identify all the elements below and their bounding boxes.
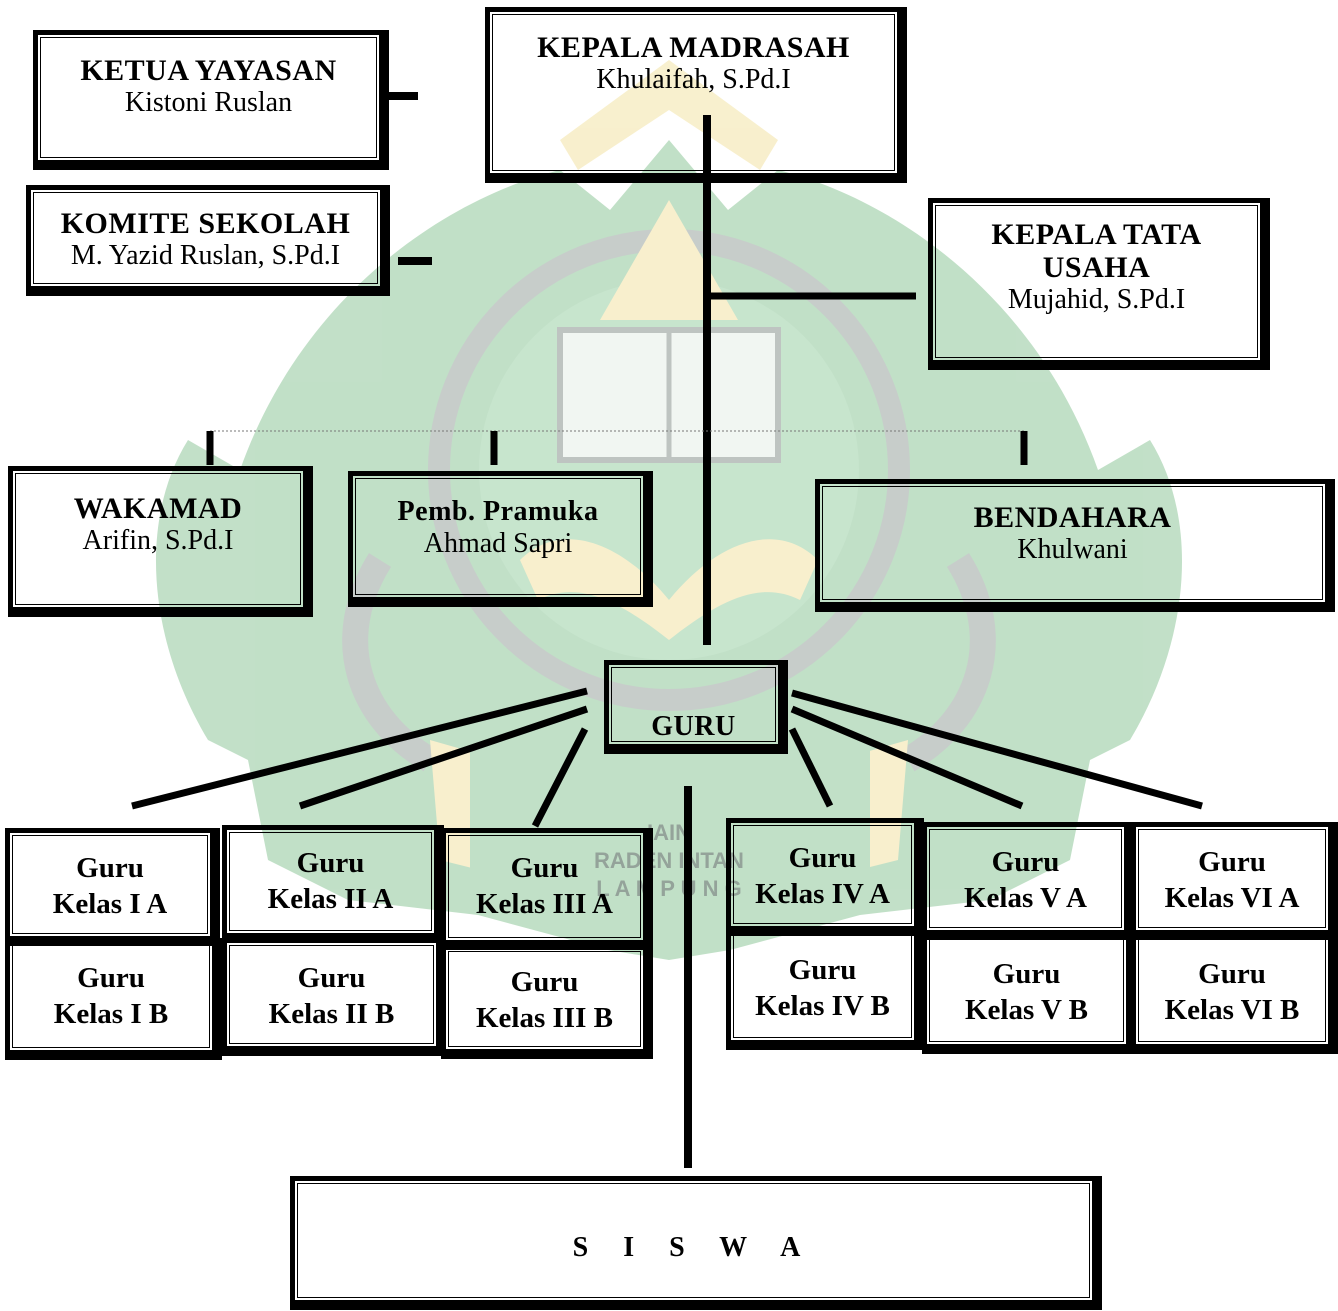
connector-guru-kelas-vi xyxy=(791,689,1203,810)
siswa-box: S I S W A xyxy=(290,1176,1102,1310)
wakamad-title: WAKAMAD xyxy=(73,492,243,525)
guru-kelas-i-b-line2: Kelas I B xyxy=(53,998,169,1030)
guru-kelas-v-b-line1: Guru xyxy=(992,958,1061,990)
guru-kelas-iii-a-line1: Guru xyxy=(510,852,579,884)
guru-kelas-ii-a-line1: Guru xyxy=(296,847,365,879)
guru-kelas-iv-b-line2: Kelas IV B xyxy=(755,990,890,1022)
guru-kelas-iii-b-line2: Kelas III B xyxy=(476,1002,613,1034)
komite-sekolah-title: KOMITE SEKOLAH xyxy=(60,207,351,240)
guru-kelas-iii-a-line2: Kelas III A xyxy=(476,888,613,920)
kepala-tata-usaha-title-line2: USAHA xyxy=(1042,251,1151,284)
ketua-yayasan-name: Kistoni Ruslan xyxy=(124,87,293,118)
kepala-madrasah-box: KEPALA MADRASAH Khulaifah, S.Pd.I xyxy=(485,7,907,183)
connector-guru-kelas-iii xyxy=(531,727,589,828)
guru-kelas-vi-a-line1: Guru xyxy=(1198,846,1266,878)
guru-kelas-i-a-box: Guru Kelas I A xyxy=(5,828,220,946)
guru-kelas-iii-b-box: Guru Kelas III B xyxy=(441,944,653,1059)
kepala-tata-usaha-title-line1: KEPALA TATA xyxy=(991,218,1202,251)
guru-kelas-ii-b-box: Guru Kelas II B xyxy=(222,938,446,1056)
connector-guru-kelas-ii xyxy=(298,705,589,810)
bendahara-title: BENDAHARA xyxy=(973,501,1172,534)
guru-kelas-vi-b-box: Guru Kelas VI B xyxy=(1131,932,1338,1054)
kepala-tata-usaha-name: Mujahid, S.Pd.I xyxy=(1007,284,1186,315)
connector-guru-kelas-iv xyxy=(788,727,834,808)
guru-kelas-iii-b-line1: Guru xyxy=(510,966,579,998)
pembina-pramuka-title: Pemb. Pramuka xyxy=(397,496,599,527)
guru-kelas-ii-a-box: Guru Kelas II A xyxy=(222,825,444,943)
bendahara-name: Khulwani xyxy=(1017,534,1128,565)
pembina-pramuka-box: Pemb. Pramuka Ahmad Sapri xyxy=(348,471,653,607)
kepala-madrasah-name: Khulaifah, S.Pd.I xyxy=(596,64,791,95)
guru-kelas-v-b-box: Guru Kelas V B xyxy=(922,932,1136,1054)
wakamad-box: WAKAMAD Arifin, S.Pd.I xyxy=(8,466,313,617)
watermark-text-line3: L A M P U N G xyxy=(596,876,741,901)
guru-title: GURU xyxy=(651,711,736,742)
watermark-text-line2: RADEN INTAN xyxy=(594,848,744,873)
siswa-title: S I S W A xyxy=(572,1232,815,1263)
komite-sekolah-name: M. Yazid Ruslan, S.Pd.I xyxy=(70,240,341,271)
kepala-tata-usaha-box: KEPALA TATA USAHA Mujahid, S.Pd.I xyxy=(928,198,1270,370)
wakamad-name: Arifin, S.Pd.I xyxy=(82,525,234,556)
ketua-yayasan-box: KETUA YAYASAN Kistoni Ruslan xyxy=(33,30,389,170)
guru-kelas-v-a-line1: Guru xyxy=(991,846,1060,878)
kepala-madrasah-title: KEPALA MADRASAH xyxy=(537,31,850,64)
guru-kelas-vi-b-line2: Kelas VI B xyxy=(1164,994,1300,1026)
guru-kelas-i-b-box: Guru Kelas I B xyxy=(5,938,222,1060)
guru-kelas-i-b-line1: Guru xyxy=(77,962,145,994)
ketua-yayasan-title: KETUA YAYASAN xyxy=(80,54,337,87)
bendahara-box: BENDAHARA Khulwani xyxy=(815,479,1335,612)
guru-kelas-vi-a-line2: Kelas VI A xyxy=(1164,882,1300,914)
watermark-text-line1: IAIN xyxy=(647,820,691,845)
guru-kelas-v-a-line2: Kelas V A xyxy=(963,882,1087,914)
guru-kelas-v-a-box: Guru Kelas V A xyxy=(922,822,1134,940)
guru-box: GURU xyxy=(604,660,788,754)
pembina-pramuka-name: Ahmad Sapri xyxy=(423,528,573,559)
guru-kelas-iv-b-box: Guru Kelas IV B xyxy=(726,928,924,1050)
connector-guru-kelas-v xyxy=(790,705,1024,810)
komite-sekolah-box: KOMITE SEKOLAH M. Yazid Ruslan, S.Pd.I xyxy=(26,185,390,296)
guru-kelas-iv-a-box: Guru Kelas IV A xyxy=(726,818,924,936)
guru-kelas-ii-a-line2: Kelas II A xyxy=(267,883,394,915)
guru-kelas-vi-a-box: Guru Kelas VI A xyxy=(1131,822,1338,940)
guru-kelas-iii-a-box: Guru Kelas III A xyxy=(441,828,653,950)
guru-kelas-i-a-line1: Guru xyxy=(76,852,144,884)
guru-kelas-ii-b-line1: Guru xyxy=(297,962,366,994)
guru-kelas-iv-a-line1: Guru xyxy=(788,842,857,874)
guru-kelas-v-b-line2: Kelas V B xyxy=(964,994,1088,1026)
connector-guru-kelas-i xyxy=(131,687,588,810)
guru-kelas-iv-b-line1: Guru xyxy=(788,954,857,986)
guru-kelas-vi-b-line1: Guru xyxy=(1198,958,1266,990)
guru-kelas-iv-a-line2: Kelas IV A xyxy=(755,878,890,910)
guru-kelas-ii-b-line2: Kelas II B xyxy=(268,998,395,1030)
guru-kelas-i-a-line2: Kelas I A xyxy=(52,888,168,920)
